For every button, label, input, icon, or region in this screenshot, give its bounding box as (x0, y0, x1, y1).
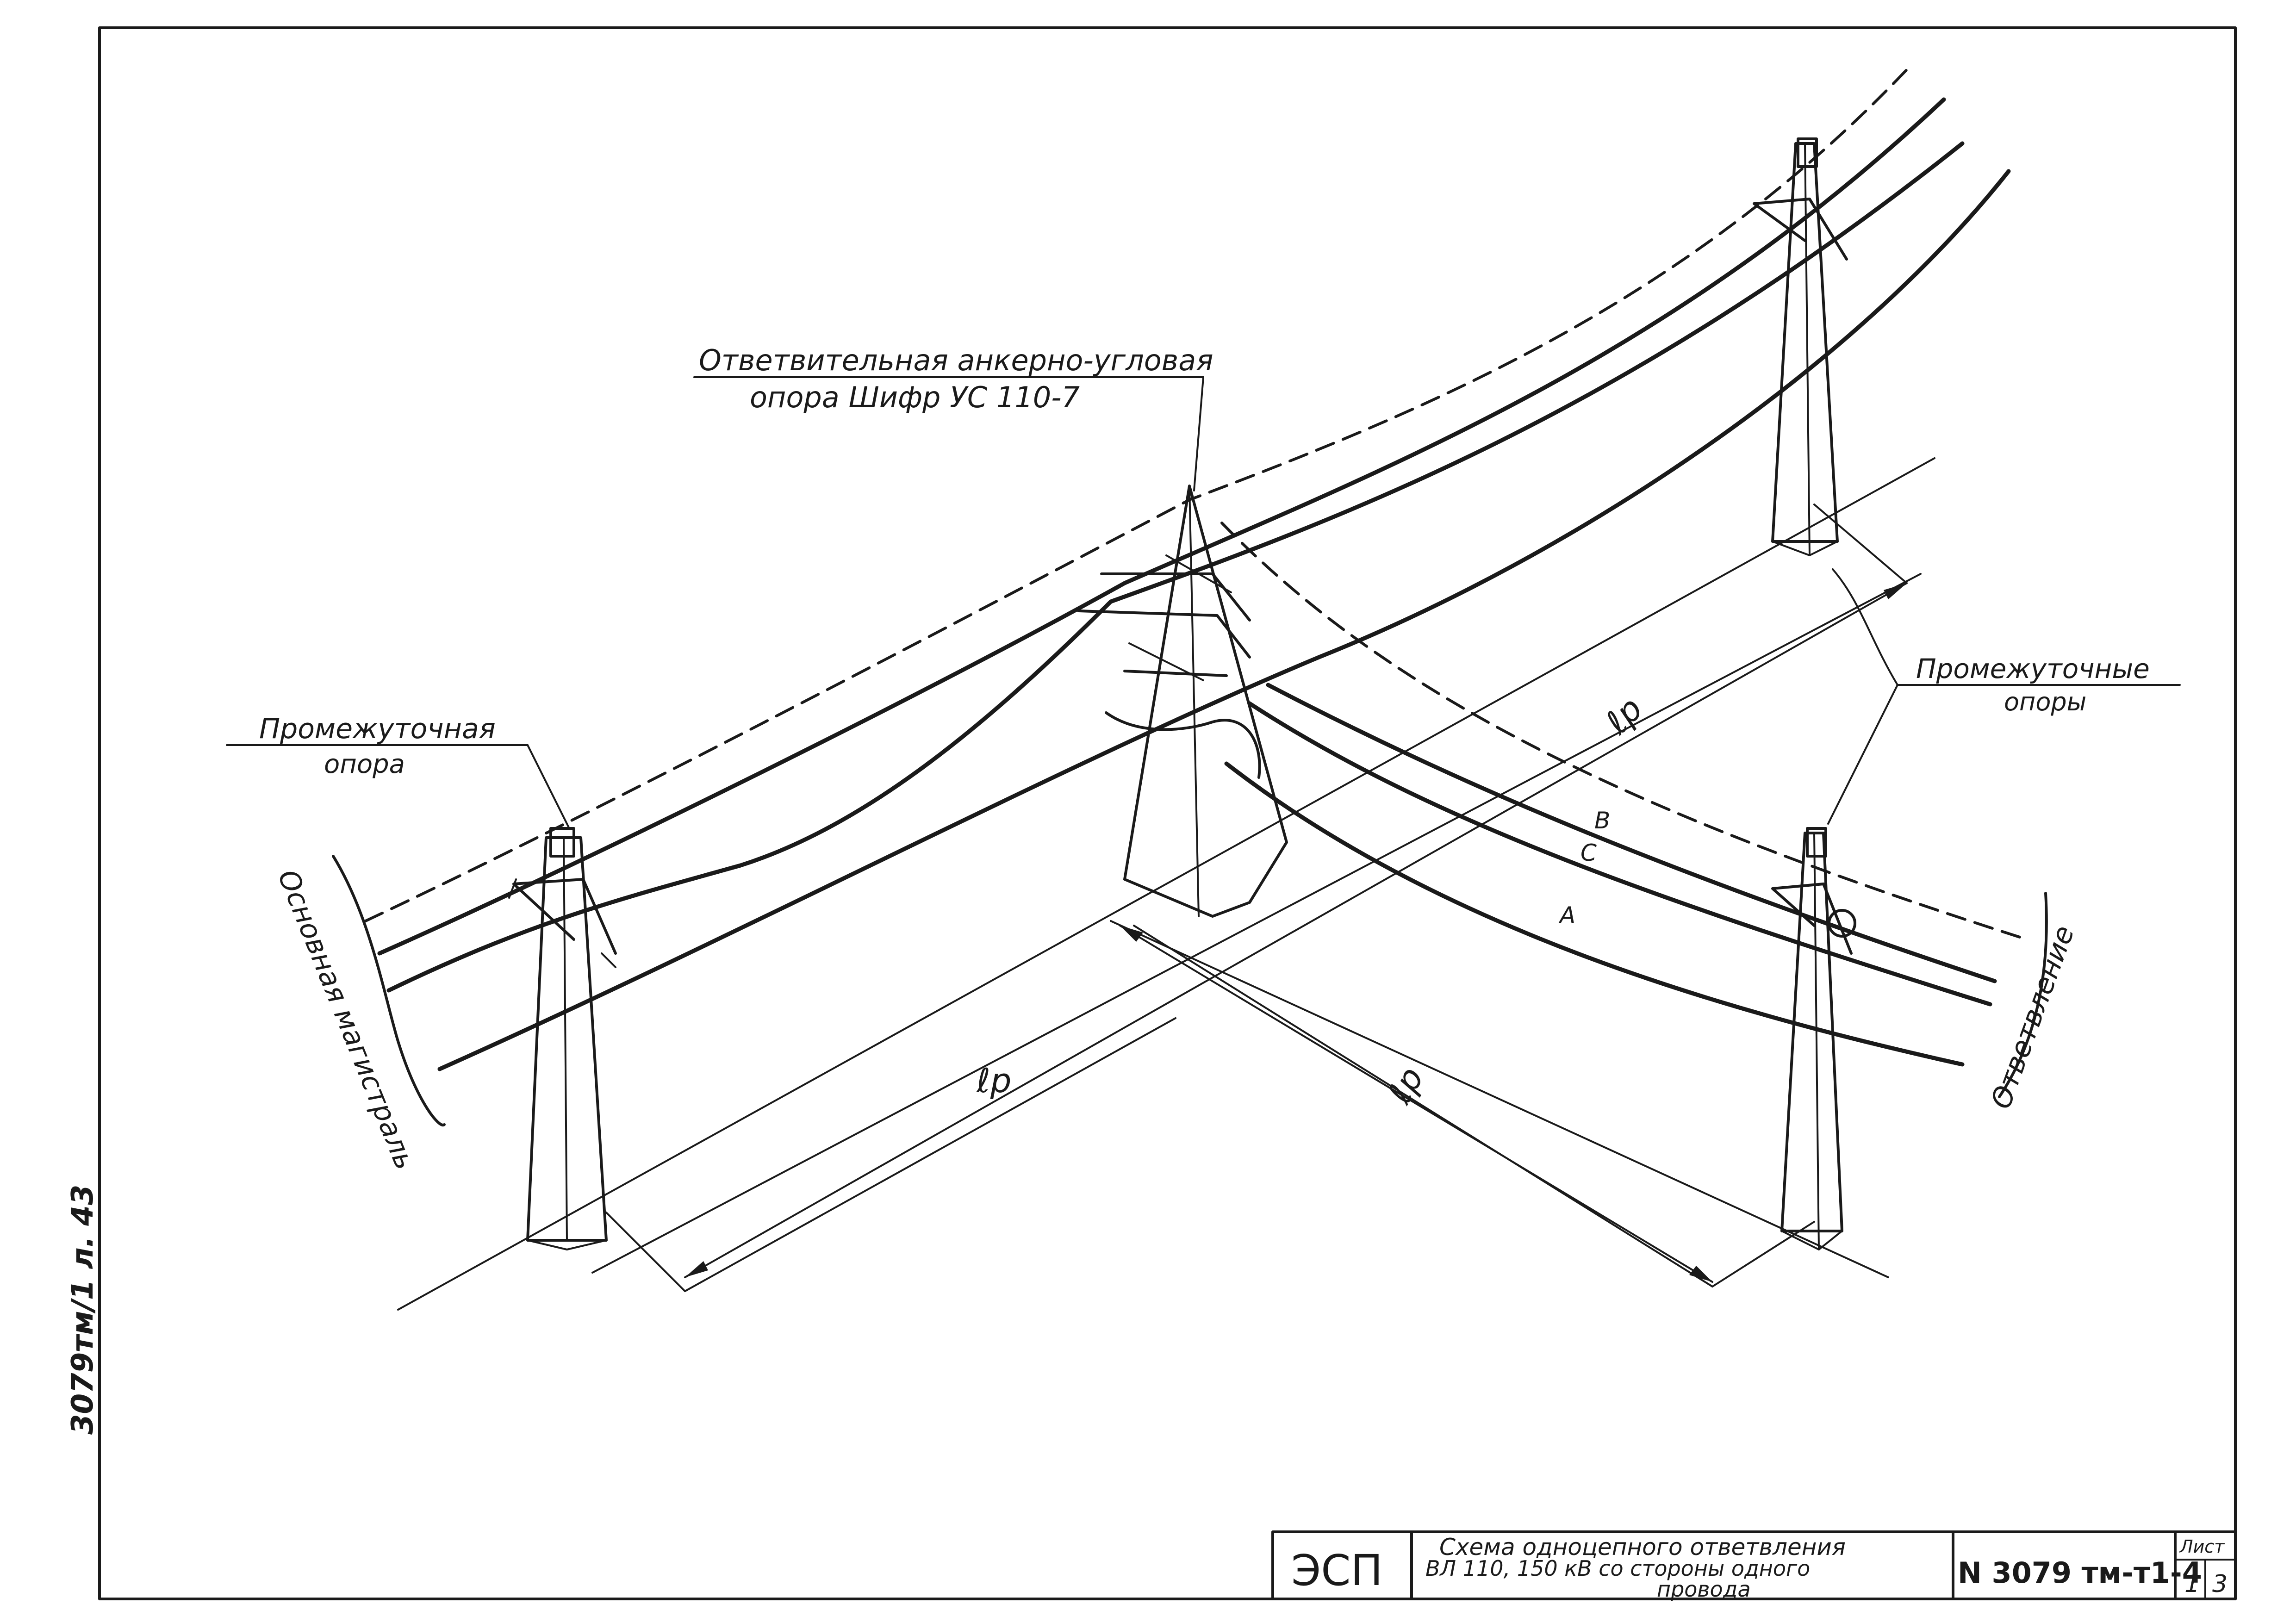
intermediate-towers-label-1: Промежуточные (1916, 653, 2150, 684)
title-block-doc-number: N 3079 тм-т1-4 (1958, 1556, 2202, 1590)
main-line-label: Основная магистраль (271, 865, 421, 1174)
dimension-arrows (684, 582, 1908, 1283)
intermediate-tower-label-2: опора (324, 749, 405, 779)
span-label-2: ℓр (1380, 1060, 1431, 1111)
tower-intermediate-right-top (1753, 137, 1848, 556)
branch-tower-label-1: Ответвительная анкерно-угловая (699, 343, 1213, 377)
phase-a-label: A (1558, 902, 1575, 929)
span-label-1: ℓр (976, 1061, 1011, 1100)
title-block (1271, 1530, 2237, 1600)
phase-b-label: B (1594, 807, 1610, 834)
main-line-bracket (332, 855, 446, 1127)
title-block-org: ЭСП (1291, 1546, 1383, 1595)
tower-intermediate-left (508, 827, 617, 1250)
title-block-title-2: ВЛ 110, 150 кВ со стороны одного (1425, 1556, 1810, 1581)
intermediate-tower-label-1: Промежуточная (259, 713, 496, 745)
title-block-sheets: 3 (2212, 1570, 2228, 1598)
leader-lines (226, 376, 2181, 829)
sheet-frame (98, 26, 2237, 1600)
main-line-conductors (364, 63, 2011, 1071)
tower-intermediate-right-bottom (1771, 827, 1856, 1250)
ground-lines (397, 457, 1935, 1311)
intermediate-towers-label-2: опоры (2004, 687, 2086, 716)
title-block-sheet: 1 (2184, 1570, 2200, 1598)
branch-tower-label-2: опора Шифр УС 110-7 (750, 380, 1080, 414)
title-block-title-1: Схема одноцепного ответвления (1439, 1534, 1846, 1561)
branch-conductors (1220, 522, 2028, 1067)
title-block-sheet-label: Лист (2179, 1536, 2225, 1557)
phase-c-label: C (1580, 839, 1597, 866)
branch-label: Ответвление (1985, 921, 2081, 1113)
tower-branch-anchor (1077, 485, 1288, 918)
margin-note: 3079тм/1 л. 43 (66, 1185, 100, 1435)
title-block-title-3: провода (1657, 1577, 1751, 1602)
branch-bracket (1998, 892, 2048, 1098)
